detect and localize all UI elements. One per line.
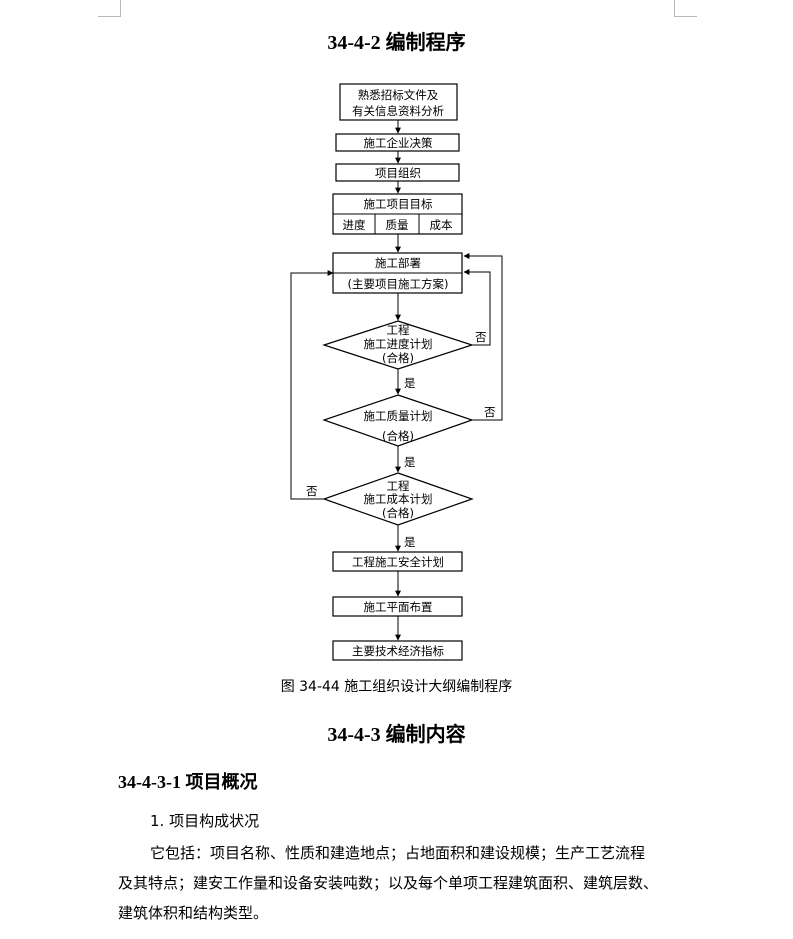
page-corner-mark-left bbox=[98, 0, 121, 17]
flow-decision-schedule-plan-line2: 施工进度计划 bbox=[364, 337, 433, 351]
flow-box-study-documents bbox=[339, 83, 458, 121]
flow-box-economic-indicators bbox=[332, 640, 463, 661]
flow-box-enterprise-decision-label: 施工企业决策 bbox=[364, 136, 433, 150]
flow-decision-quality-plan-line1: 施工质量计划 bbox=[364, 409, 433, 423]
paragraph-line: 建筑体积和结构类型。 bbox=[118, 904, 269, 922]
section-title: 34-4-2 编制程序 bbox=[327, 32, 466, 54]
flow-goal-quality: 质量 bbox=[386, 218, 409, 232]
flow-decision-cost-plan bbox=[322, 472, 474, 526]
flow-box-project-organization-label: 项目组织 bbox=[375, 166, 421, 180]
flow-box-safety-plan bbox=[332, 551, 463, 572]
flow-box-site-layout bbox=[332, 596, 463, 617]
flow-decision-schedule-plan bbox=[322, 320, 474, 370]
flow-label-no-2: 否 bbox=[484, 405, 496, 419]
flow-box-project-organization bbox=[335, 163, 460, 182]
section2-title: 34-4-3 编制内容 bbox=[327, 724, 466, 746]
flow-box-project-goals-label: 施工项目目标 bbox=[364, 197, 433, 211]
paragraph-line: 及其特点；建安工作量和设备安装吨数；以及每个单项工程建筑面积、建筑层数、 bbox=[118, 874, 659, 892]
figure-caption: 图 34-44 施工组织设计大纲编制程序 bbox=[280, 679, 513, 695]
flow-goal-cost: 成本 bbox=[430, 218, 453, 232]
subsection-title: 34-4-3-1 项目概况 bbox=[118, 772, 258, 792]
flow-box-enterprise-decision bbox=[335, 133, 460, 152]
flow-decision-cost-plan-line2: 施工成本计划 bbox=[364, 492, 433, 506]
flow-label-yes-3: 是 bbox=[404, 535, 416, 549]
flow-decision-schedule-plan-line3: (合格) bbox=[382, 351, 414, 365]
flow-box-project-goals bbox=[332, 193, 463, 235]
paragraph-line: 它包括：项目名称、性质和建造地点；占地面积和建设规模；生产工艺流程 bbox=[150, 844, 646, 862]
flow-goal-schedule: 进度 bbox=[343, 218, 366, 232]
paragraph: 它包括：项目名称、性质和建造地点；占地面积和建设规模；生产工艺流程 及其特点；建… bbox=[118, 838, 678, 928]
flow-box-construction-deployment-sublabel: (主要项目施工方案) bbox=[348, 277, 449, 291]
flow-label-no-3: 否 bbox=[306, 484, 318, 498]
flow-decision-cost-plan-line3: (合格) bbox=[382, 506, 414, 520]
page-corner-mark-right bbox=[674, 0, 697, 17]
flow-label-no-1: 否 bbox=[475, 330, 487, 344]
flow-box-construction-deployment-label: 施工部署 bbox=[375, 256, 421, 270]
flow-decision-schedule-plan-line1: 工程 bbox=[387, 323, 410, 337]
flow-decision-quality-plan-line2: (合格) bbox=[382, 429, 414, 443]
flow-decision-quality-plan bbox=[322, 394, 474, 447]
flow-decision-cost-plan-line1: 工程 bbox=[387, 479, 410, 493]
flow-box-site-layout-label: 施工平面布置 bbox=[364, 600, 433, 614]
flow-box-construction-deployment bbox=[332, 252, 463, 294]
flow-box-study-documents-line2: 有关信息资料分析 bbox=[352, 104, 444, 118]
flow-box-study-documents-line1: 熟悉招标文件及 bbox=[358, 88, 439, 102]
flow-box-economic-indicators-label: 主要技术经济指标 bbox=[352, 644, 444, 658]
flow-label-yes-1: 是 bbox=[404, 376, 416, 390]
list-item-1: 1. 项目构成状况 bbox=[150, 812, 260, 830]
flow-label-yes-2: 是 bbox=[404, 455, 416, 469]
flow-box-safety-plan-label: 工程施工安全计划 bbox=[352, 555, 444, 569]
